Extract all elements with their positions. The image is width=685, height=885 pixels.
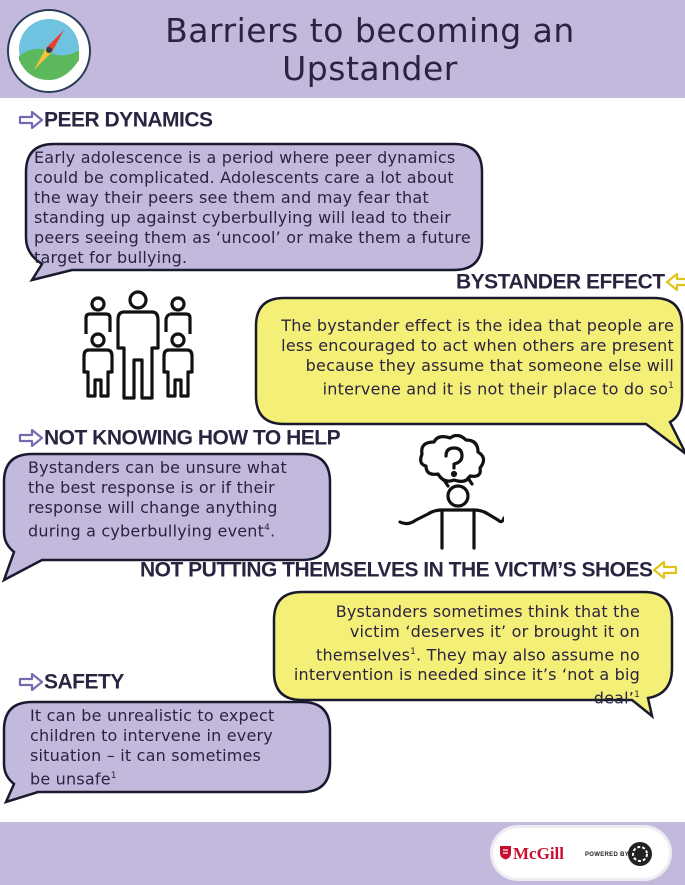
heading-not-knowing-how-to-help: NOT KNOWING HOW TO HELP <box>18 426 341 450</box>
bubble-safety: It can be unrealistic to expect children… <box>2 700 332 805</box>
people-group-icon <box>80 290 196 407</box>
powered-by-label: POWERED BY <box>585 852 630 858</box>
arrow-left-icon <box>652 560 678 580</box>
confused-person-icon <box>398 433 506 555</box>
heading-peer-dynamics: PEER DYNAMICS <box>18 108 213 132</box>
safety-text: It can be unrealistic to expect children… <box>30 706 275 789</box>
youth-digital-compass-logo <box>6 8 92 94</box>
mcgill-crest-icon <box>499 845 512 860</box>
arrow-right-icon <box>18 110 44 130</box>
arrow-left-icon <box>665 272 685 292</box>
heading-not-putting-themselves: NOT PUTTING THEMSELVES IN THE VICTM’S SH… <box>140 558 678 582</box>
heading-safety: SAFETY <box>18 670 124 694</box>
mcgill-logo-text: McGill <box>513 844 564 863</box>
peer-dynamics-text: Early adolescence is a period where peer… <box>34 148 471 267</box>
not-knowing-text: Bystanders can be unsure what the best r… <box>28 458 287 541</box>
heading-bystander-effect: BYSTANDER EFFECT <box>456 270 685 294</box>
not-putting-themselves-text: Bystanders sometimes think that the vict… <box>293 602 640 708</box>
partner-logo-icon <box>627 841 653 867</box>
bubble-peer-dynamics: Early adolescence is a period where peer… <box>24 142 484 282</box>
bystander-effect-text: The bystander effect is the idea that pe… <box>281 316 674 399</box>
bubble-not-knowing-how-to-help: Bystanders can be unsure what the best r… <box>1 452 332 583</box>
arrow-right-icon <box>18 428 44 448</box>
page-title: Barriers to becoming an Upstander <box>165 11 575 88</box>
header-banner <box>0 0 685 98</box>
bubble-bystander-effect: The bystander effect is the idea that pe… <box>254 296 685 456</box>
arrow-right-icon <box>18 672 44 692</box>
bubble-not-putting-themselves: Bystanders sometimes think that the vict… <box>272 590 676 720</box>
